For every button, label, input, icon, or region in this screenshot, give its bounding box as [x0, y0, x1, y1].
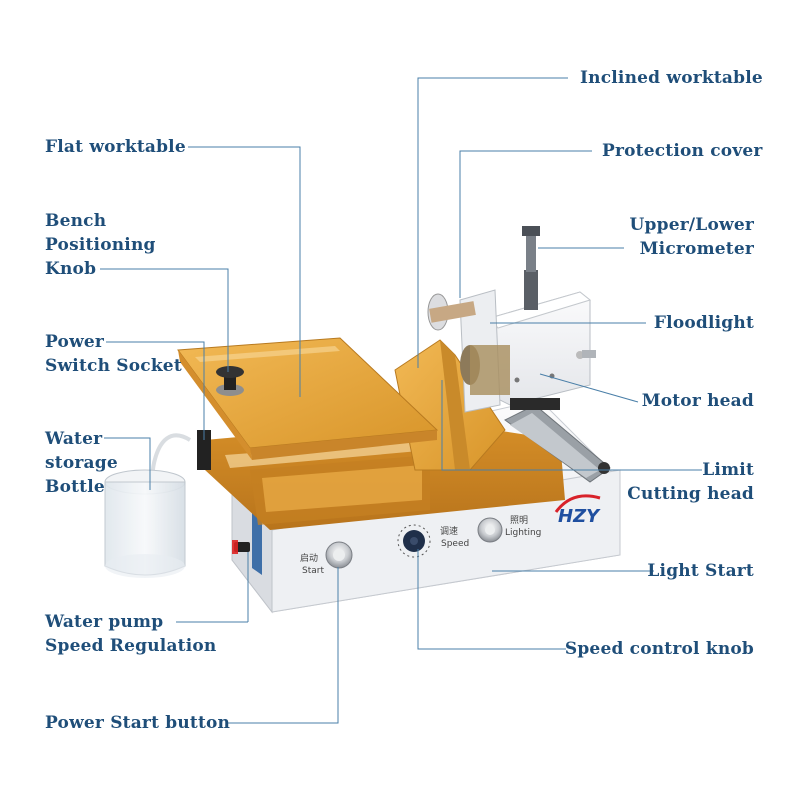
light-en-text: Lighting [505, 528, 541, 538]
leader-lines [100, 77, 702, 724]
label-bench-knob-line2: Positioning [45, 235, 156, 255]
label-floodlight: Floodlight [653, 313, 754, 333]
label-pump-line2: Speed Regulation [45, 636, 217, 656]
label-bench-knob-line3: Knob [45, 259, 97, 279]
label-water-bottle-line2: storage [45, 453, 118, 473]
light-cn-text: 照明 [510, 515, 528, 526]
speed-en-text: Speed [441, 539, 469, 549]
speed-cn-text: 调速 [440, 526, 458, 537]
label-speed-knob: Speed control knob [564, 639, 754, 659]
label-power-start: Power Start button [45, 713, 231, 733]
pump-knob-shape [232, 540, 250, 554]
water-bottle-shape [104, 433, 192, 578]
label-water-bottle-line3: Bottle [45, 477, 105, 497]
label-pump-line1: Water pump [45, 612, 164, 632]
label-limit: Limit [702, 460, 754, 480]
label-protection-cover: Protection cover [602, 141, 763, 161]
socket-shape [197, 430, 211, 470]
start-cn-text: 启动 [300, 552, 318, 564]
brand-logo: HZY [554, 494, 601, 527]
speed-knob-shape [397, 524, 431, 558]
micrometer-shape [522, 226, 540, 310]
motor-head-shape [427, 289, 596, 413]
label-power-socket-line2: Switch Socket [45, 356, 182, 376]
label-micrometer-line2: Micrometer [639, 239, 754, 259]
label-flat-worktable: Flat worktable [45, 137, 186, 157]
label-cutting-head: Cutting head [627, 484, 754, 504]
label-motor-head: Motor head [641, 391, 754, 411]
label-light-start: Light Start [647, 561, 754, 581]
label-inclined-worktable: Inclined worktable [580, 68, 763, 88]
svg-text:HZY: HZY [558, 506, 601, 527]
label-bench-knob-line1: Bench [45, 211, 107, 231]
label-micrometer-line1: Upper/Lower [629, 215, 754, 235]
start-button-shape [325, 541, 353, 569]
light-button-shape [477, 517, 503, 543]
label-water-bottle-line1: Water [45, 429, 103, 449]
label-power-socket-line1: Power [45, 332, 105, 352]
start-en-text: Start [302, 566, 324, 576]
flat-worktable-shape [177, 337, 439, 460]
